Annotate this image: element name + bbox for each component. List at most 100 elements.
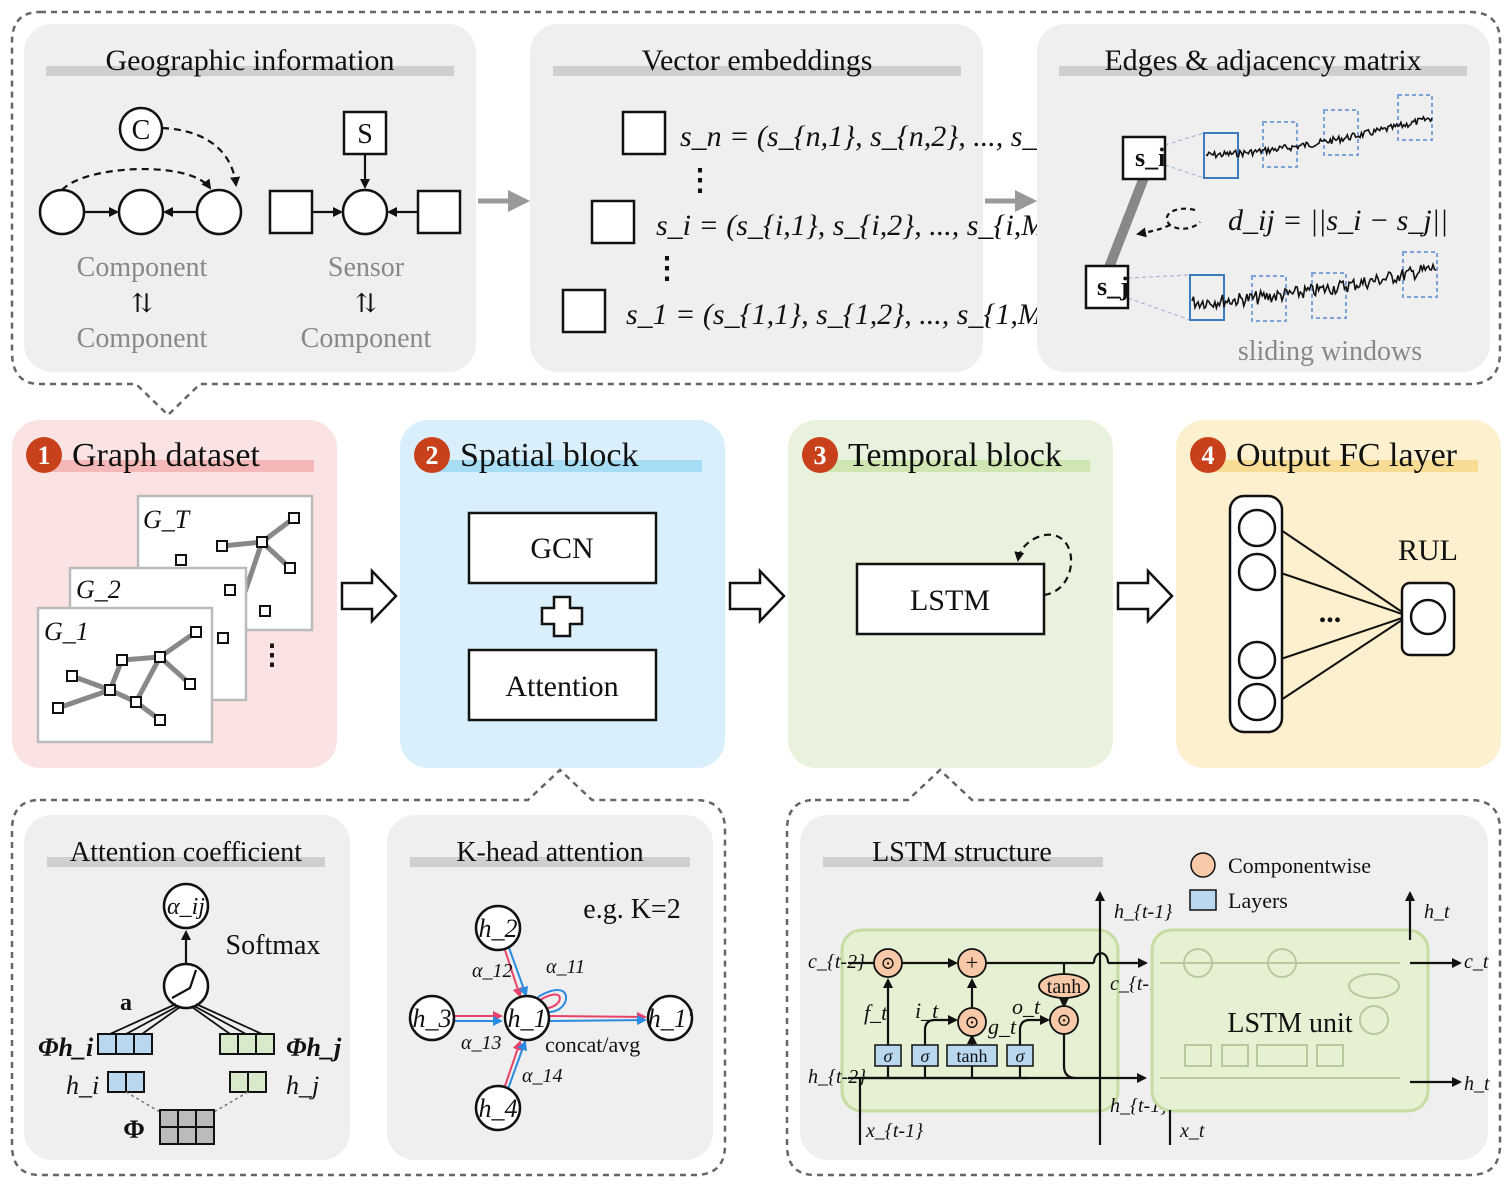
distance-eq: d_ij = ||s_i − s_j|| [1228, 204, 1448, 237]
node-sj: s_j [1097, 272, 1129, 301]
block-number-badge [802, 437, 838, 473]
vector-title: Vector embeddings [642, 44, 873, 77]
fc-dots: ... [1319, 596, 1342, 629]
h2-node: h_2 [479, 914, 518, 943]
khead-title: K-head attention [456, 837, 643, 868]
swap-icon: ⇅ [355, 289, 377, 318]
khead-example: e.g. K=2 [583, 894, 680, 925]
node-c: C [132, 115, 151, 146]
edges-panel: Edges & adjacency matrix s_i s_j d_ij = … [1037, 24, 1490, 372]
signal-i [1205, 115, 1433, 160]
swap-icon: ⇅ [131, 289, 153, 318]
top-dashed-container [10, 10, 1502, 417]
graph-stack: G_T G_2 ⋮ G_1 [36, 494, 314, 744]
phi-hj-label: Φh_j [286, 1033, 342, 1062]
gate-sigma-i: σ [921, 1046, 931, 1066]
geo-left-caption-1: Component [77, 252, 208, 283]
fc-network: ... RUL [1228, 494, 1458, 734]
alpha-12: α_12 [472, 960, 513, 982]
edges-title: Edges & adjacency matrix [1104, 44, 1421, 77]
svg-text:+: + [966, 950, 978, 975]
hi-label: h_i [66, 1071, 99, 1100]
gate-tanh: tanh [957, 1046, 988, 1066]
stack-dots: ⋮ [258, 640, 286, 671]
block-number-badge [1190, 437, 1226, 473]
node-si: s_i [1135, 143, 1165, 172]
khead-panel: K-head attention e.g. K=2 h_2 h_3 h_1 h_… [387, 815, 713, 1160]
attention-label: Attention [505, 670, 618, 703]
lstm-unit-label: LSTM unit [1227, 1008, 1352, 1039]
h3-node: h_3 [413, 1004, 452, 1033]
geo-left-caption-2: Component [77, 323, 208, 354]
concat-label: concat/avg [545, 1032, 640, 1057]
label-c-out2: c_t [1464, 951, 1489, 973]
label-h-up2: h_t [1424, 901, 1450, 923]
block-number: 4 [1202, 441, 1215, 470]
bottom-left-dashed-container [10, 768, 727, 1177]
eq-i: s_i = (s_{i,1}, s_{i,2}, ..., s_{i,M}) [656, 209, 1068, 242]
block-number-badge [26, 437, 62, 473]
gcn-label: GCN [530, 532, 593, 565]
block-arrows [340, 567, 1174, 625]
geo-title: Geographic information [105, 44, 394, 77]
label-o: o_t [1012, 994, 1041, 1019]
vector-panel: Vector embeddings s_n = (s_{n,1}, s_{n,2… [530, 24, 1119, 372]
graph-label-1: G_1 [44, 617, 89, 646]
alpha-ij: α_ij [167, 894, 205, 920]
alpha-14: α_14 [522, 1065, 563, 1087]
label-x2: x_t [1179, 1120, 1205, 1142]
label-h-in: h_{t-2} [808, 1066, 866, 1088]
bottom-right-dashed-container [785, 768, 1502, 1177]
vdots-1: ⋮ [685, 164, 715, 197]
block-title: Graph dataset [72, 437, 260, 474]
node-s: S [357, 119, 373, 150]
svg-text:⊙: ⊙ [1056, 1010, 1071, 1030]
legend-layers-icon [1189, 889, 1217, 911]
gate-sigma-o: σ [1016, 1046, 1026, 1066]
h1-node: h_1 [508, 1004, 547, 1033]
tanh-gate: tanh [1047, 976, 1081, 998]
rul-label: RUL [1398, 534, 1458, 567]
legend-layers: Layers [1228, 888, 1288, 913]
gate-sigma-f: σ [884, 1046, 894, 1066]
label-f: f_t [864, 1000, 888, 1025]
block-number: 3 [814, 441, 827, 470]
label-g: g_t [988, 1014, 1017, 1039]
hj-label: h_j [286, 1071, 319, 1100]
label-x-in: x_{t-1} [865, 1120, 923, 1142]
a-label: a [120, 990, 132, 1016]
signal-j [1191, 261, 1437, 312]
block-title: Output FC layer [1236, 437, 1458, 474]
lstm-structure-title: LSTM structure [872, 837, 1052, 868]
lstm-box [855, 562, 1046, 636]
recurrent-loop-icon [1014, 533, 1073, 597]
block-title: Temporal block [848, 437, 1062, 474]
phi-label: Φ [123, 1115, 145, 1144]
geo-panel: Geographic information C S Component ⇅ C… [24, 24, 476, 372]
lstm-label: LSTM [910, 584, 990, 617]
attention-box [467, 648, 658, 722]
sliding-windows-caption: sliding windows [1238, 336, 1422, 367]
attention-coef-panel: Attention coefficient α_ij Softmax a Φh_… [24, 815, 350, 1160]
label-h-up: h_{t-1} [1114, 901, 1172, 923]
softmax-label: Softmax [226, 930, 321, 961]
svg-text:⊙: ⊙ [964, 1012, 979, 1032]
lstm-structure-panel: LSTM structure Componentwise Layers [800, 815, 1490, 1160]
legend-componentwise: Componentwise [1228, 853, 1371, 878]
plus-icon [540, 595, 584, 638]
h1-prime-node: h_1' [648, 1004, 693, 1033]
alpha-13: α_13 [461, 1032, 502, 1054]
label-i: i_t [915, 998, 939, 1023]
geo-right-caption-2: Component [301, 323, 432, 354]
graph-label-t: G_T [143, 505, 191, 534]
phi-hi-label: Φh_i [38, 1033, 94, 1062]
alpha-11: α_11 [546, 956, 585, 978]
h4-node: h_4 [479, 1094, 518, 1123]
svg-text:⊙: ⊙ [880, 953, 895, 973]
label-c-in: c_{t-2} [808, 951, 865, 973]
block-number: 2 [426, 441, 439, 470]
vdots-2: ⋮ [652, 252, 682, 285]
block-title: Spatial block [460, 437, 638, 474]
